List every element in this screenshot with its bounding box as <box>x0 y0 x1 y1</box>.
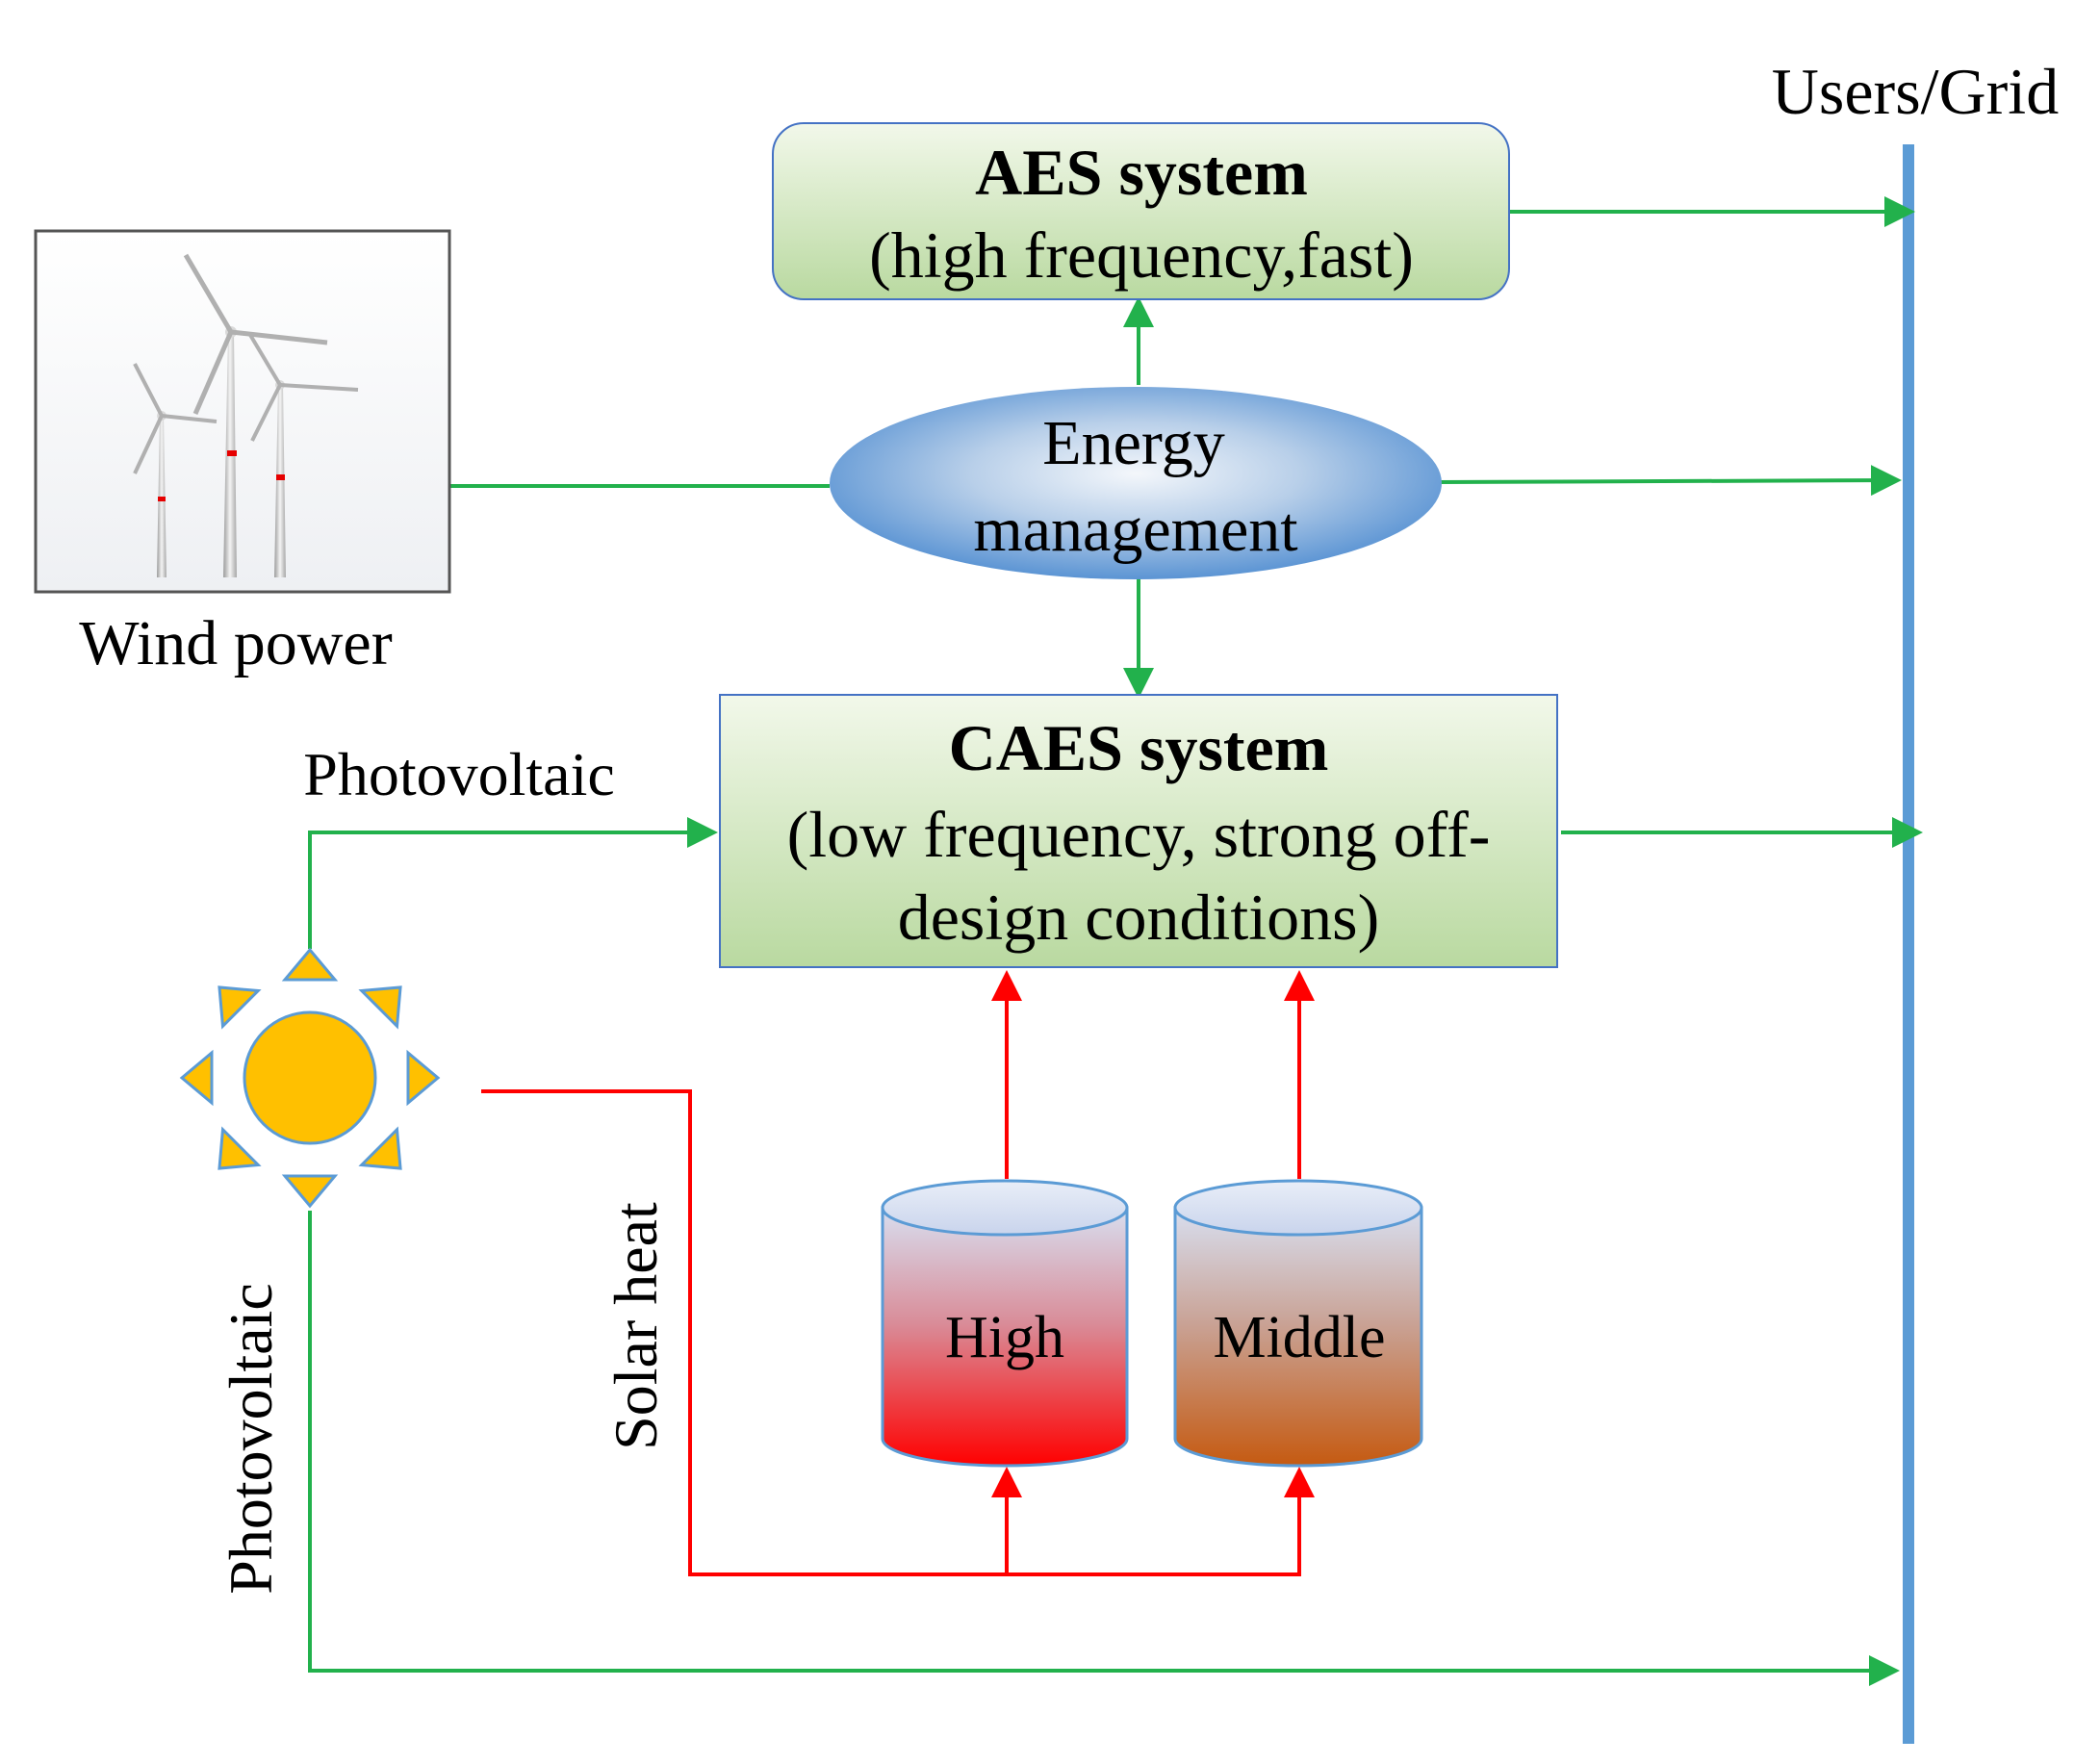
aes-title: AES system <box>975 136 1308 209</box>
sun-icon <box>179 947 441 1209</box>
grid-label: Users/Grid <box>1772 55 2059 128</box>
photovoltaic-top-label: Photovoltaic <box>303 740 615 808</box>
middle-tank-label: Middle <box>1213 1305 1385 1370</box>
energy-management-line2: management <box>973 495 1297 565</box>
solar-heat-label: Solar heat <box>602 1202 670 1450</box>
energy-management-ellipse: Energy management <box>830 387 1442 579</box>
em-to-grid-arrow <box>1438 465 1902 497</box>
high-tank-label: High <box>945 1305 1064 1370</box>
wind-power-picture: Wind power <box>34 229 451 678</box>
wind-power-label: Wind power <box>79 608 392 678</box>
caes-system-box: CAES system (low frequency, strong off- … <box>719 694 1558 968</box>
middle-tank: Middle <box>1173 1179 1423 1468</box>
electric-flows <box>308 196 1923 1686</box>
grid-bus: Users/Grid <box>1772 55 2059 1744</box>
caes-title: CAES system <box>949 711 1329 784</box>
wind-turbines-icon <box>133 253 359 577</box>
aes-system-box: AES system (high frequency,fast) <box>772 122 1510 300</box>
high-tank: High <box>881 1179 1129 1468</box>
energy-management-line1: Energy <box>1042 408 1224 478</box>
pv-to-grid-arrow <box>308 1211 1900 1686</box>
solar-heat-line <box>481 1089 1315 1576</box>
pv-to-caes-arrow <box>308 817 718 949</box>
heat-flows <box>481 970 1315 1576</box>
caes-line3: design conditions) <box>898 881 1380 954</box>
aes-subtitle: (high frequency,fast) <box>869 218 1414 292</box>
photovoltaic-side-label: Photovoltaic <box>217 1283 285 1595</box>
caes-line2: (low frequency, strong off- <box>787 798 1491 871</box>
